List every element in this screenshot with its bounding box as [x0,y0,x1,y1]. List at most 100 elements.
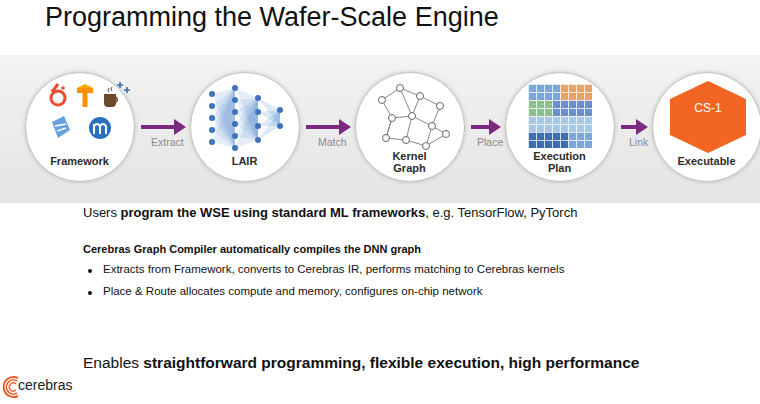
framework-icons-part [104,94,116,107]
execution-plan-grid-part [568,132,592,148]
kernel-graph-illustration-part-part [383,135,390,142]
execution-plan-grid-part [528,84,592,148]
execution-plan-grid [528,84,592,148]
flow-arrow [621,125,638,129]
hexagon-label: CS-1 [670,101,746,115]
neural-network-illustration-part [212,88,235,148]
execution-plan-grid-part [528,132,568,148]
framework-icons-part [117,82,130,93]
slide-title: Programming the Wafer-Scale Engine [45,2,499,33]
neural-network-illustration-part-part [277,107,283,113]
arrow-head [174,119,186,135]
circle-text-holder: Executable [671,155,743,167]
neural-network-illustration-part [258,110,280,126]
neural-network-illustration-part [258,98,280,126]
hexagon-outline [670,81,746,153]
node-label: Executable [671,155,743,167]
process-circle: LAIR [190,72,300,182]
edge-label: Link [629,136,648,148]
logo-rings-part [6,380,17,394]
framework-icons-part [77,84,93,88]
neural-network-illustration-part-part [232,109,238,115]
framework-icons-part [52,116,70,138]
flow-arrow [471,125,491,129]
node-label: Kernel Graph [382,150,438,174]
neural-network-illustration-part-part [255,95,261,101]
neural-network-illustration-part-part [255,109,261,115]
logo-text: cerebras [18,377,72,393]
circle-text-holder: Framework [44,155,116,167]
neural-network-illustration-part-part [209,127,215,133]
circle-text-holder: Kernel Graph [382,150,438,174]
kernel-graph-illustration-part-part [389,115,396,122]
neural-network-illustration-part-part [232,121,238,127]
neural-network-illustration-part-part [232,97,238,103]
bullet-dot [88,269,92,273]
execution-plan-grid-part [528,84,560,100]
framework-icons-part [52,84,58,92]
neural-network-illustration-part-part [232,145,238,151]
neural-network-illustration-part [235,88,258,140]
arrow-head [489,119,501,135]
neural-network-illustration-part-part [209,103,215,109]
logo-rings-part [9,383,16,391]
framework-icons-part [55,124,66,131]
circle-text-holder: Execution Plan [529,150,591,174]
body-text: Place & Route allocates compute and memo… [103,285,482,297]
text-line: Enables straightforward programming, fle… [83,354,639,372]
neural-network-illustration-part [235,98,258,140]
neural-network-illustration-part [258,110,280,126]
kernel-graph-illustration-part-part [403,137,410,144]
bold-text: program the WSE using standard ML framew… [121,205,426,220]
neural-network-illustration-part-part [232,85,238,91]
process-circle: Framework [25,72,135,182]
edge-label: Place [477,136,503,148]
arrow-head [339,119,351,135]
bold-text: Cerebras Graph Compiler automatically co… [83,243,421,255]
node-label: LAIR [209,155,281,167]
neural-network-illustration-part [235,98,258,140]
text-line: Cerebras Graph Compiler automatically co… [83,243,421,255]
execution-plan-grid-part [560,84,592,100]
neural-network-illustration-part-part [277,123,283,129]
framework-icons [51,82,130,139]
hexagon-shape [670,81,746,153]
kernel-graph-illustration-part-part [417,93,424,100]
neural-network-illustration-part [258,110,280,140]
node-label: Execution Plan [529,150,591,174]
kernel-graph-illustration-part-part [397,85,404,92]
hexagon-text-holder: CS-1 [670,101,746,115]
neural-network-illustration-part-part [255,137,261,143]
process-circle: Kernel Graph [355,72,465,182]
process-circle: Execution Plan [505,72,615,182]
framework-icons-part [94,124,106,134]
flow-arrow [141,125,176,129]
framework-icons-part [61,86,65,90]
neural-network-illustration-part [235,98,258,140]
neural-network-illustration-part-part [209,115,215,121]
edge-label: Extract [151,136,184,148]
kernel-graph-illustration-part [379,85,450,150]
execution-plan-grid-part [552,100,592,116]
execution-plan-grid-part [528,100,552,116]
neural-network-illustration-part-part [209,139,215,145]
neural-network-illustration [209,85,283,151]
edge-label: Match [318,136,347,148]
arrow-head [636,119,648,135]
framework-icons-part [51,91,65,105]
kernel-graph-illustration-part [382,88,446,146]
neural-network-illustration-part-part [255,123,261,129]
kernel-graph-illustration-part-part [437,103,444,110]
kernel-graph-illustration-part-part [429,123,436,130]
circle-text-holder: LAIR [209,155,281,167]
logo-rings [4,377,18,397]
neural-network-illustration-part-part [209,91,215,97]
text-line: Extracts from Framework, converts to Cer… [103,263,564,275]
execution-plan-grid-part [528,116,592,132]
kernel-graph-illustration [379,85,450,150]
neural-network-illustration-part [212,88,235,148]
process-circle: Executable CS-1 [652,72,760,182]
